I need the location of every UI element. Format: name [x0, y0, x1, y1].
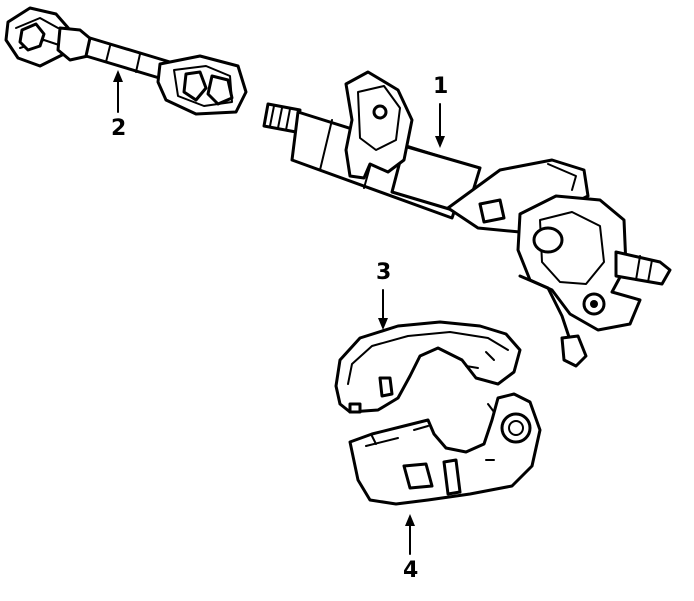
- callout-3-arrow: [378, 289, 388, 330]
- callout-4: 4: [403, 558, 419, 583]
- callout-2: 2: [111, 116, 127, 141]
- callout-1-arrow: [435, 103, 445, 148]
- callout-2-arrow: [113, 70, 123, 113]
- lower-column-cover-part-4: [348, 392, 542, 506]
- steering-column-part-1: [262, 70, 672, 368]
- intermediate-shaft-part-2: [4, 6, 248, 116]
- callout-1: 1: [433, 74, 449, 99]
- callout-4-arrow: [405, 514, 415, 555]
- upper-column-cover-part-3: [334, 320, 522, 414]
- callout-3: 3: [376, 260, 392, 285]
